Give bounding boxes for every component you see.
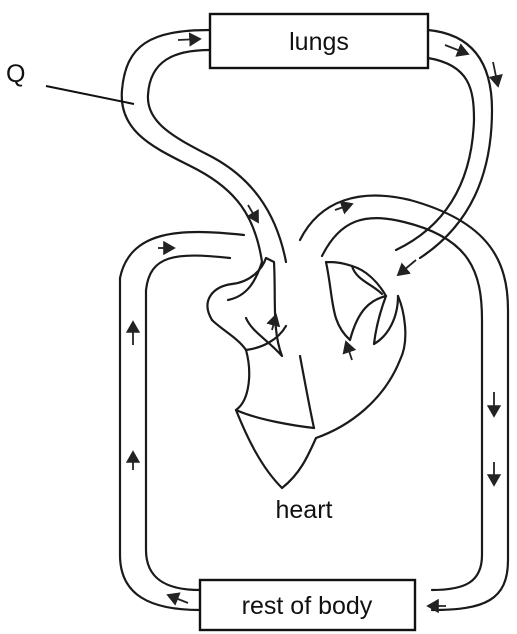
systemic-vein-vessel: [120, 232, 244, 610]
arrow-from-lungs: [445, 45, 468, 54]
rest-of-body-box: rest of body: [200, 580, 415, 630]
lungs-box: lungs: [210, 14, 428, 68]
arrow-up-left-ventricle: [346, 342, 352, 360]
heart-label: heart: [276, 496, 333, 524]
arrow-into-left-atrium: [398, 260, 416, 275]
aorta-vessel: [300, 196, 508, 610]
heart-outline: [208, 258, 406, 488]
lungs-label: lungs: [289, 28, 349, 56]
arrow-to-lungs: [178, 39, 200, 40]
arrow-aorta-arch: [335, 204, 352, 210]
arrow-out-of-body: [168, 595, 188, 603]
rest-of-body-label: rest of body: [242, 592, 373, 620]
q-label: Q: [6, 60, 25, 88]
arrow-down-pulmonary-vein: [493, 62, 498, 86]
q-pointer: Q: [6, 60, 134, 104]
